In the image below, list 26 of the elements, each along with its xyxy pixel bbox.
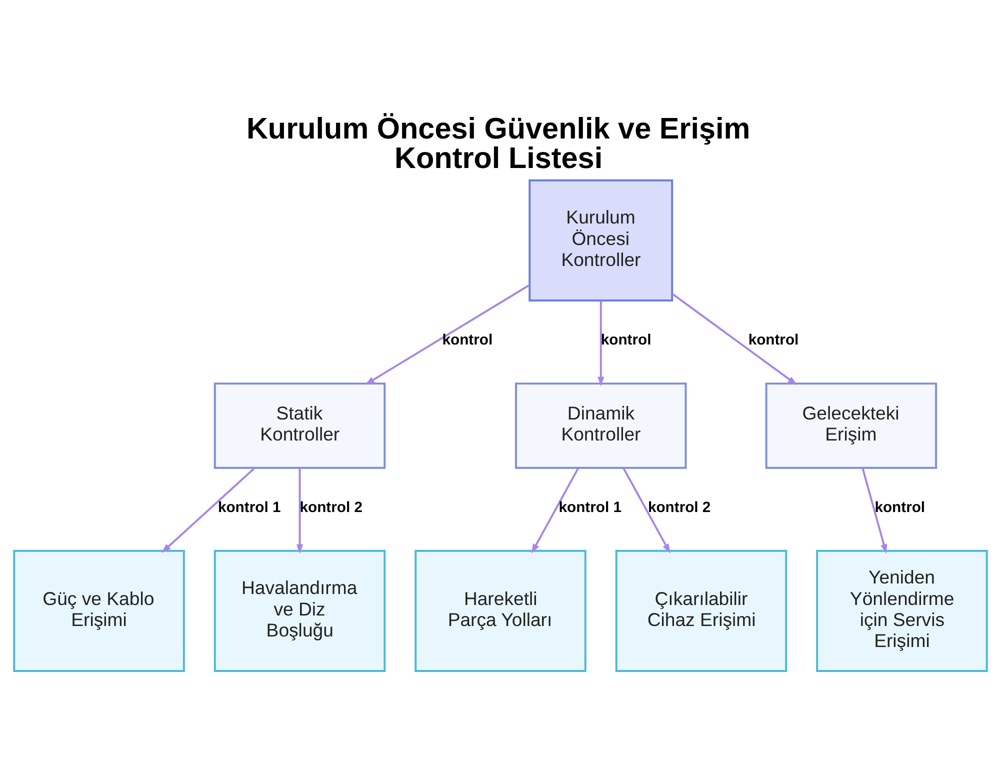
edge-label: kontrol [748,332,798,349]
node-box: Güç ve Kablo Erişimi [12,550,184,672]
edge-label: kontrol 1 [558,500,621,516]
arrow [671,293,797,386]
edge-label: kontrol 2 [647,500,710,516]
arrow [530,467,579,554]
edge-label: kontrol [874,500,925,516]
edge-label: kontrol [600,332,651,349]
edge-label: kontrol [442,332,492,349]
arrow [161,467,255,553]
node-box: Kurulum Öncesi Kontroller [528,179,673,302]
node-box: Çıkarılabilir Cihaz Erişimi [614,550,787,672]
arrow [597,301,604,386]
diagram-title: Kurulum Öncesi Güvenlik ve Erişim Kontrol Listesi [246,112,750,176]
node-box: Dinamik Kontroller [514,382,686,469]
arrow [861,468,887,554]
arrow [296,468,303,554]
node-box: Yeniden Yönlendirme için Servis Erişimi [816,550,988,672]
node-box: Gelecekteki Erişim [764,382,937,469]
node-box: Hareketli Parça Yolları [414,550,586,672]
edge-label: kontrol 2 [299,500,362,516]
arrow [622,467,670,554]
edge-label: kontrol 1 [217,500,280,516]
node-box: Statik Kontroller [213,382,386,469]
node-box: Havalandırma ve Diz Boşluğu [213,550,386,672]
arrow [364,284,530,385]
